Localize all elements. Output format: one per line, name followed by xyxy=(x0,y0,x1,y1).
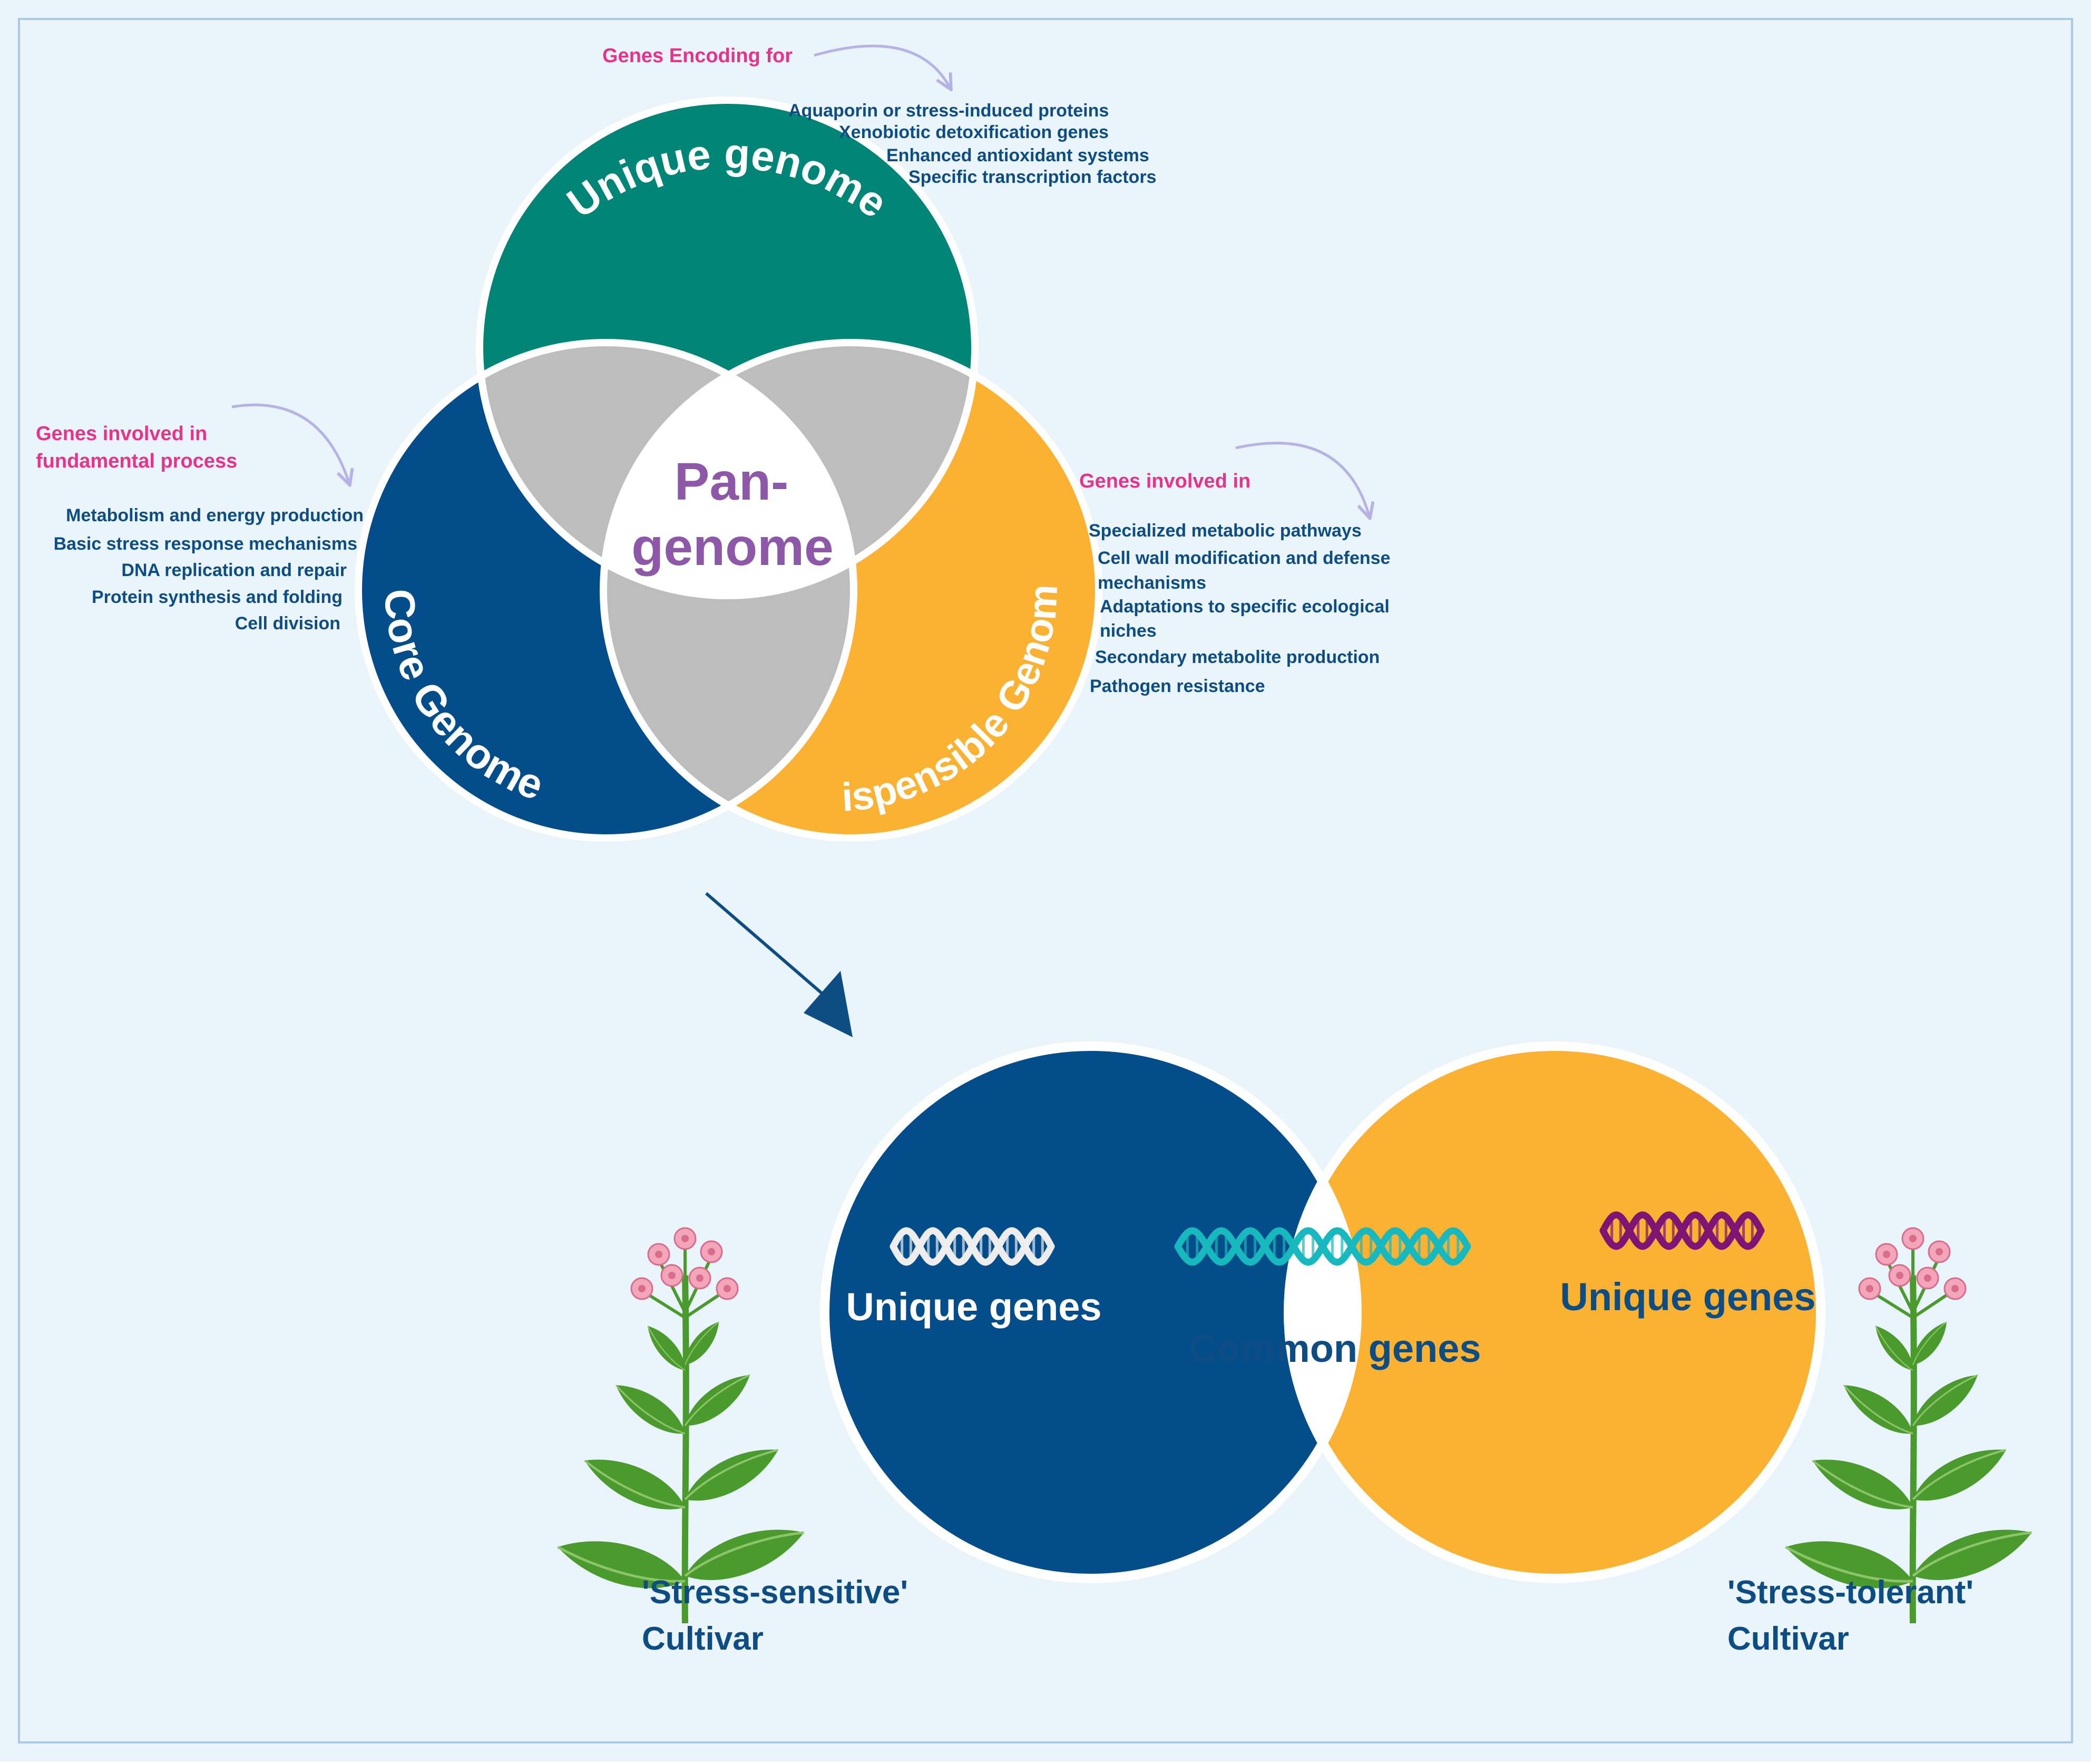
pangenome-title-line2: genome xyxy=(631,518,833,577)
unique-genome-outline xyxy=(476,96,979,599)
dispensable-note-item: Adaptations to specific ecological xyxy=(1100,597,1390,617)
core-note-item: Protein synthesis and folding xyxy=(92,587,343,607)
unique-note-item: Specific transcription factors xyxy=(908,167,1156,187)
unique-note-item: Xenobiotic detoxification genes xyxy=(839,122,1109,142)
stress-tolerant-circle xyxy=(1288,1046,1821,1578)
connector-arrow xyxy=(705,892,853,1037)
dispensable-note-item: Pathogen resistance xyxy=(1090,676,1265,696)
pangenome-title-line1: Pan- xyxy=(675,452,789,511)
stress-tolerant-label-line1: 'Stress-tolerant' xyxy=(1727,1574,1973,1611)
core-notes-arrow xyxy=(231,403,349,482)
core-genome-notes: Genes involved in fundamental process Me… xyxy=(36,403,364,634)
dispensable-note-item: Secondary metabolite production xyxy=(1095,647,1380,667)
dna-white-icon xyxy=(890,1227,1055,1266)
stress-tolerant-label-line2: Cultivar xyxy=(1727,1621,1849,1657)
dispensable-note-item: Specialized metabolic pathways xyxy=(1089,521,1362,541)
unique-note-item: Enhanced antioxidant systems xyxy=(886,145,1149,165)
right-unique-genes-label: Unique genes xyxy=(1560,1275,1815,1319)
core-note-item: Cell division xyxy=(235,613,340,634)
dispensable-note-item: Cell wall modification and defense xyxy=(1098,548,1390,568)
core-notes-header-line2: fundamental process xyxy=(36,450,237,472)
dispensable-genome-notes: Genes involved in Specialized metabolic … xyxy=(1079,442,1390,696)
core-note-item: Metabolism and energy production xyxy=(66,505,364,525)
dispensable-note-item: mechanisms xyxy=(1098,573,1206,593)
dna-purple-icon xyxy=(1599,1211,1765,1250)
unique-note-item: Aquaporin or stress-induced proteins xyxy=(788,101,1109,121)
unique-genome-notes: Genes Encoding for Aquaporin or stress-i… xyxy=(602,44,1156,187)
dna-teal-icon xyxy=(1174,1227,1471,1266)
unique-notes-header: Genes Encoding for xyxy=(602,45,793,67)
dispensable-note-item: niches xyxy=(1100,621,1157,641)
stress-sensitive-label-line2: Cultivar xyxy=(642,1621,764,1657)
stress-sensitive-label-line1: 'Stress-sensitive' xyxy=(642,1574,908,1611)
dispensable-notes-header: Genes involved in xyxy=(1079,470,1250,492)
stress-tolerant-outline xyxy=(1284,1041,1825,1583)
core-notes-header-line1: Genes involved in xyxy=(36,423,207,445)
unique-notes-arrow xyxy=(814,44,950,87)
dispensable-genome-outline xyxy=(600,339,1102,842)
frame xyxy=(18,18,2073,1743)
core-note-item: DNA replication and repair xyxy=(121,560,347,580)
stress-sensitive-circle xyxy=(825,1046,1357,1578)
dispensable-notes-arrow xyxy=(1235,442,1369,515)
stress-sensitive-outline xyxy=(820,1041,1362,1583)
cultivar-venn: Unique genes Common genes Unique genes xyxy=(820,1041,1825,1583)
core-genome-outline xyxy=(355,339,857,842)
core-note-item: Basic stress response mechanisms xyxy=(54,534,357,554)
left-unique-genes-label: Unique genes xyxy=(846,1285,1101,1329)
common-genes-label: Common genes xyxy=(1188,1327,1481,1370)
